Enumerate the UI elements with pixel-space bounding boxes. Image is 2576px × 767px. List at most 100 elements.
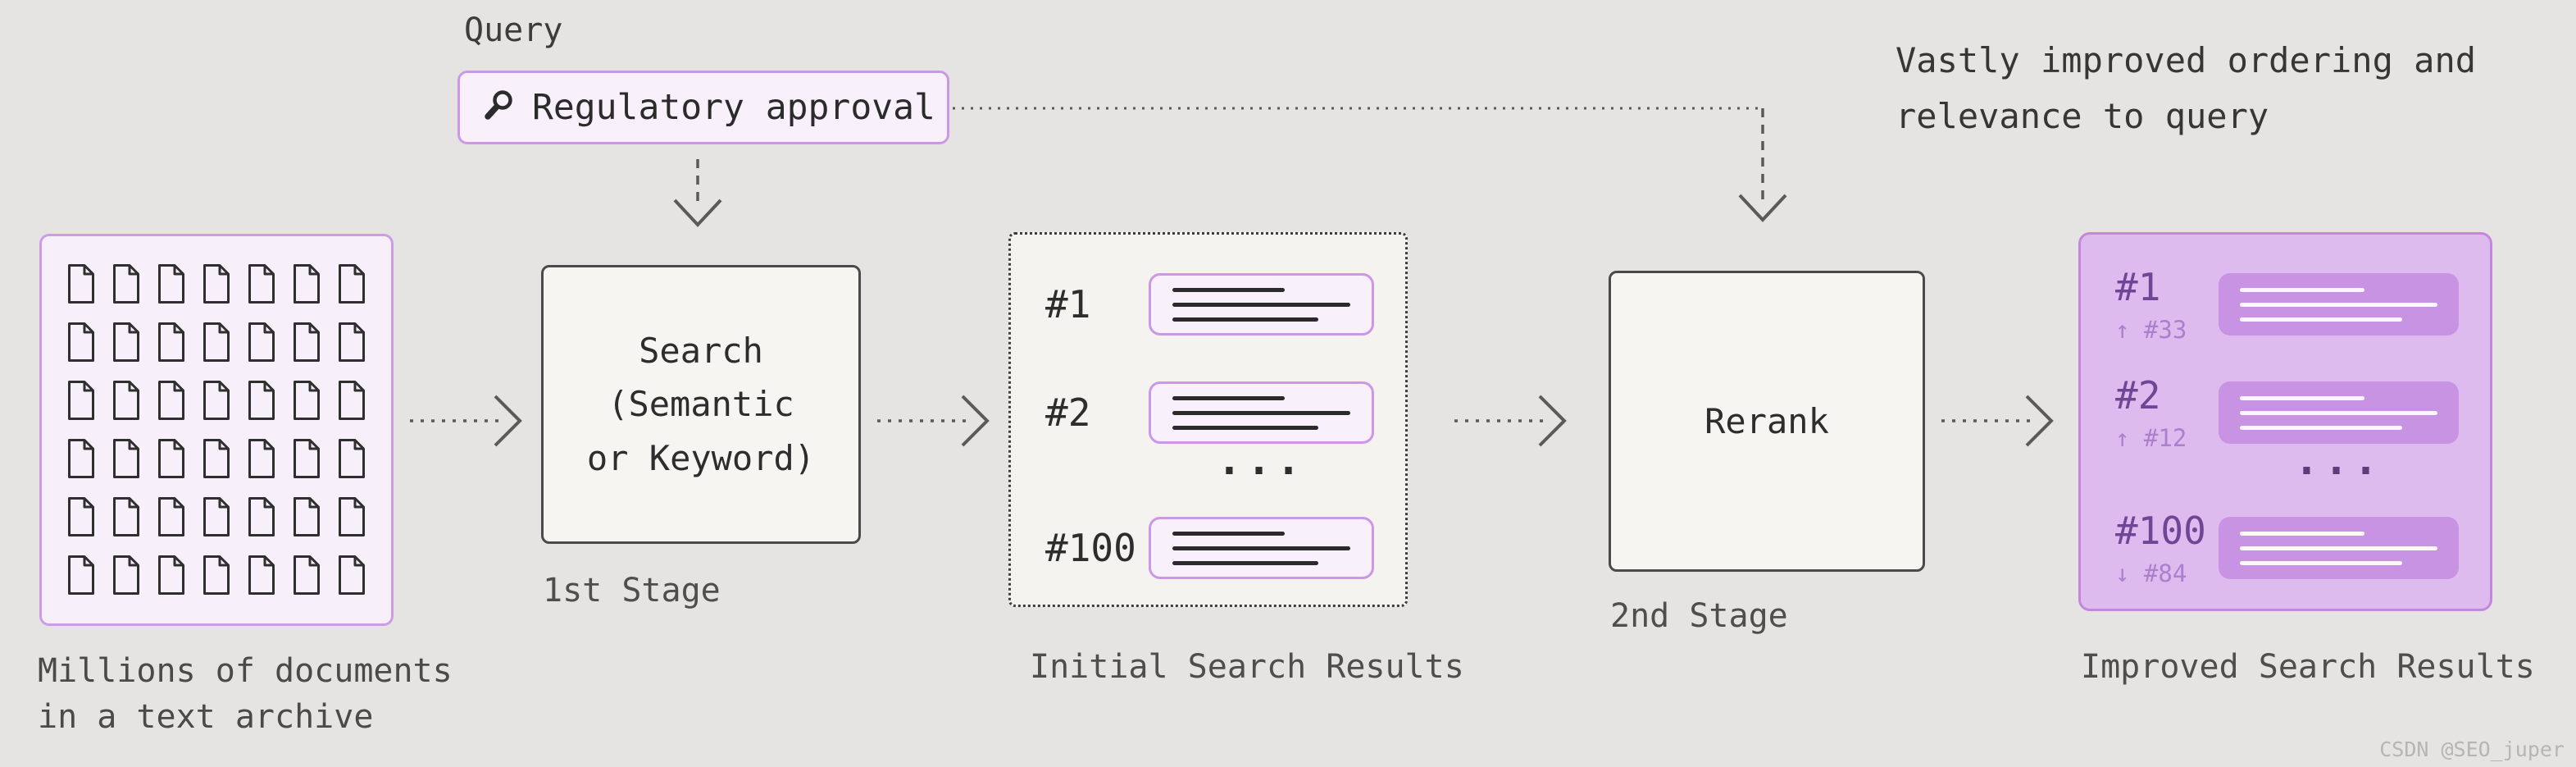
- search-box-line: or Keyword): [586, 437, 816, 478]
- document-icon: [110, 380, 143, 421]
- result-card: [1149, 273, 1374, 336]
- result-rank: #1: [1045, 282, 1091, 326]
- document-icon: [200, 322, 233, 363]
- result-card: [2219, 273, 2459, 336]
- rerank-stage-box: Rerank: [1609, 271, 1925, 572]
- text-line-placeholder: [1172, 410, 1350, 415]
- document-icon: [290, 380, 323, 421]
- document-icon: [110, 496, 143, 537]
- result-row: #100: [1011, 517, 1405, 579]
- query-search-box[interactable]: Regulatory approval: [457, 71, 949, 144]
- text-line-placeholder: [2240, 317, 2402, 322]
- query-value: Regulatory approval: [532, 87, 935, 128]
- text-line-placeholder: [1172, 546, 1350, 550]
- document-icon: [245, 496, 278, 537]
- document-icon: [65, 263, 98, 304]
- document-icon: [335, 322, 368, 363]
- search-box-line: (Semantic: [608, 384, 794, 425]
- document-icon: [65, 438, 98, 479]
- text-line-placeholder: [1172, 302, 1350, 307]
- text-line-placeholder: [1172, 560, 1318, 565]
- stage2-caption: 2nd Stage: [1610, 597, 1788, 635]
- document-icon: [200, 380, 233, 421]
- result-rank: #100: [2115, 509, 2206, 553]
- document-icon: [65, 322, 98, 363]
- result-rank: #2: [2115, 373, 2161, 418]
- document-icon: [335, 555, 368, 596]
- document-icon: [200, 438, 233, 479]
- results-ellipsis: ...: [2294, 436, 2383, 484]
- query-to-search-arrow: [673, 159, 722, 227]
- document-icon: [110, 322, 143, 363]
- document-icon: [245, 555, 278, 596]
- result-row: #2: [1011, 381, 1405, 444]
- document-icon: [290, 263, 323, 304]
- result-rank: #100: [1045, 526, 1136, 570]
- text-line-placeholder: [2240, 287, 2364, 292]
- initial-results-box: #1 #2 ... #100: [1008, 232, 1408, 607]
- improvement-annotation: Vastly improved ordering and relevance t…: [1896, 40, 2477, 137]
- results-ellipsis-row: ...: [2081, 436, 2490, 485]
- text-line-placeholder: [2240, 531, 2364, 536]
- rank-change: ↓ #84: [2115, 559, 2187, 587]
- result-rank-group: #2 ↑ #12: [2115, 373, 2212, 452]
- document-icon: [155, 380, 188, 421]
- document-icon: [110, 555, 143, 596]
- document-icon: [245, 263, 278, 304]
- document-archive-box: [39, 234, 394, 626]
- document-icon: [155, 322, 188, 363]
- text-line-placeholder: [1172, 425, 1318, 430]
- document-icon: [110, 263, 143, 304]
- text-line-placeholder: [1172, 287, 1285, 292]
- stage1-caption: 1st Stage: [543, 572, 721, 609]
- result-card: [1149, 381, 1374, 444]
- result-card: [2219, 381, 2459, 444]
- document-icon: [335, 438, 368, 479]
- watermark: CSDN @SEO_juper: [2379, 737, 2565, 761]
- text-line-placeholder: [1172, 317, 1318, 322]
- document-icon: [290, 555, 323, 596]
- text-line-placeholder: [1172, 395, 1285, 400]
- flow-arrow-rerank-to-improved: [1941, 395, 2054, 447]
- initial-results-caption: Initial Search Results: [1030, 648, 1464, 686]
- result-rank-group: #100 ↓ #84: [2115, 509, 2212, 587]
- rerank-box-label: Rerank: [1704, 400, 1829, 441]
- search-box-line: Search: [639, 331, 763, 372]
- results-ellipsis-row: ...: [1011, 436, 1405, 485]
- text-line-placeholder: [1172, 531, 1285, 536]
- rank-change: ↑ #12: [2115, 424, 2187, 452]
- document-icon: [155, 263, 188, 304]
- result-card: [1149, 517, 1374, 579]
- text-line-placeholder: [2240, 395, 2364, 400]
- improved-results-caption: Improved Search Results: [2081, 648, 2535, 686]
- document-icon: [245, 322, 278, 363]
- result-rank: #1: [2115, 265, 2161, 309]
- document-icon: [290, 496, 323, 537]
- query-label: Query: [464, 11, 563, 49]
- document-icon: [335, 380, 368, 421]
- flow-arrow-search-to-results: [877, 395, 990, 447]
- document-icon: [110, 438, 143, 479]
- result-row: #1: [1011, 273, 1405, 336]
- flow-arrow-results-to-rerank: [1454, 395, 1567, 447]
- document-icon: [155, 496, 188, 537]
- document-icon: [200, 555, 233, 596]
- document-icon: [335, 496, 368, 537]
- document-icon: [290, 438, 323, 479]
- document-icon: [65, 496, 98, 537]
- result-rank-group: #1 ↑ #33: [2115, 265, 2212, 344]
- document-icon: [335, 263, 368, 304]
- document-icon: [245, 438, 278, 479]
- search-icon: [483, 89, 516, 126]
- text-line-placeholder: [2240, 546, 2437, 550]
- document-icon: [65, 380, 98, 421]
- search-stage-box: Search (Semantic or Keyword): [541, 265, 861, 544]
- text-line-placeholder: [2240, 425, 2402, 430]
- document-grid: [42, 236, 391, 623]
- document-icon: [65, 555, 98, 596]
- document-icon: [155, 438, 188, 479]
- document-icon: [290, 322, 323, 363]
- result-row: #2 ↑ #12: [2081, 373, 2490, 452]
- document-icon: [200, 263, 233, 304]
